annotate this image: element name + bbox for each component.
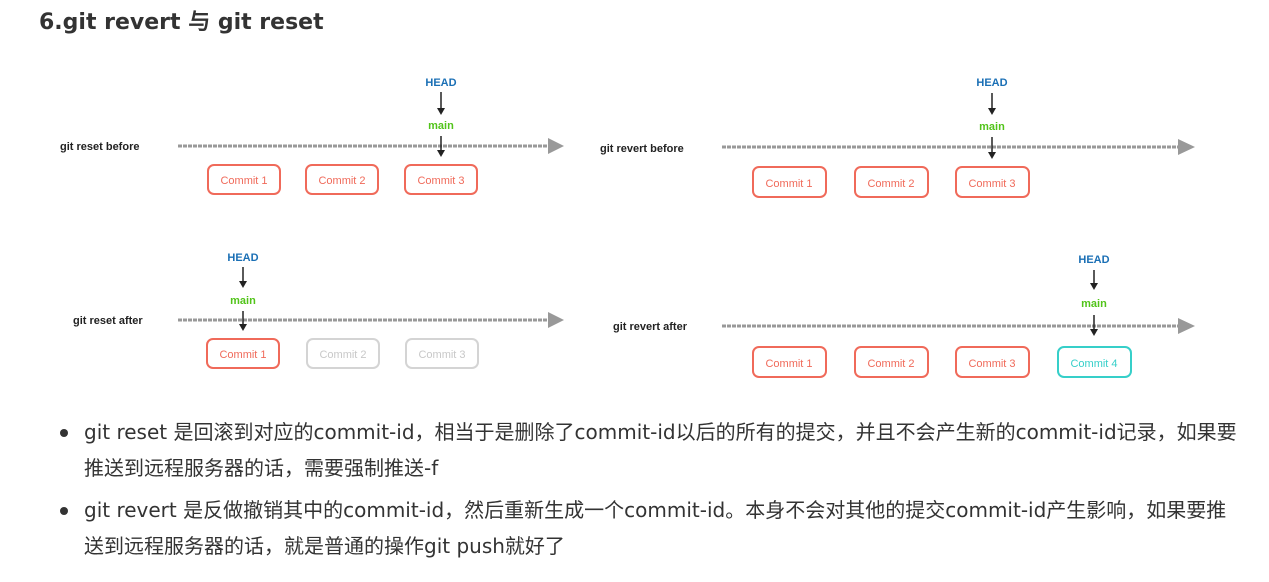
head-arrowhead	[437, 108, 445, 115]
explanation-list: git reset 是回滚到对应的commit-id，相当于是删除了commit…	[60, 414, 1240, 570]
head-label: HEAD	[227, 252, 258, 264]
commit-box: Commit 2	[854, 166, 929, 198]
commit-label: Commit 3	[968, 178, 1015, 190]
commit-box: Commit 1	[206, 338, 280, 369]
commit-box: Commit 3	[955, 346, 1030, 378]
timeline-arrowhead	[548, 312, 564, 328]
main-arrowhead	[988, 152, 996, 159]
revert-before-label: git revert before	[600, 143, 684, 155]
timeline-arrowhead	[1178, 139, 1195, 155]
revert-after-panel: git revert after HEAD main Commit 1 Comm…	[613, 254, 1195, 378]
commit-box: Commit 1	[207, 164, 281, 195]
commit-label: Commit 3	[417, 175, 464, 187]
timeline-arrowhead	[548, 138, 564, 154]
git-diagram: git reset before HEAD main Commit 1 Comm…	[60, 77, 1195, 378]
commit-label: Commit 2	[319, 349, 366, 361]
reset-after-panel: git reset after HEAD main Commit 1 Commi…	[73, 252, 564, 369]
timeline-arrowhead	[1178, 318, 1195, 334]
reset-before-label: git reset before	[60, 141, 139, 153]
main-label: main	[230, 295, 256, 307]
commit-label: Commit 2	[867, 358, 914, 370]
revert-before-panel: git revert before HEAD main Commit 1 Com…	[600, 77, 1195, 198]
main-arrowhead	[1090, 329, 1098, 336]
head-label: HEAD	[976, 77, 1007, 89]
commit-box: Commit 3	[404, 164, 478, 195]
main-arrowhead	[437, 150, 445, 157]
bullet-dot	[60, 507, 68, 515]
commit-box: Commit 2	[854, 346, 929, 378]
commit-label: Commit 1	[220, 175, 267, 187]
head-arrowhead	[988, 108, 996, 115]
revert-after-label: git revert after	[613, 321, 688, 333]
list-item-text: git revert 是反做撤销其中的commit-id，然后重新生成一个com…	[84, 498, 1227, 558]
head-label: HEAD	[425, 77, 456, 89]
bullet-dot	[60, 429, 68, 437]
commit-box-removed: Commit 3	[405, 338, 479, 369]
head-arrowhead	[1090, 283, 1098, 290]
head-arrowhead	[239, 281, 247, 288]
main-label: main	[428, 120, 454, 132]
list-item: git reset 是回滚到对应的commit-id，相当于是删除了commit…	[60, 414, 1240, 486]
commit-label: Commit 1	[219, 349, 266, 361]
reset-before-panel: git reset before HEAD main Commit 1 Comm…	[60, 77, 564, 195]
commit-box: Commit 1	[752, 166, 827, 198]
commit-box: Commit 1	[752, 346, 827, 378]
commit-box: Commit 2	[305, 164, 379, 195]
commit-label: Commit 2	[318, 175, 365, 187]
commit-label: Commit 3	[418, 349, 465, 361]
main-arrowhead	[239, 324, 247, 331]
list-item-text: git reset 是回滚到对应的commit-id，相当于是删除了commit…	[84, 420, 1237, 480]
commit-box: Commit 3	[955, 166, 1030, 198]
main-label: main	[1081, 298, 1107, 310]
commit-label: Commit 4	[1070, 358, 1117, 370]
commit-label: Commit 1	[765, 358, 812, 370]
main-label: main	[979, 121, 1005, 133]
list-item: git revert 是反做撤销其中的commit-id，然后重新生成一个com…	[60, 492, 1240, 564]
head-label: HEAD	[1078, 254, 1109, 266]
commit-box-removed: Commit 2	[306, 338, 380, 369]
commit-label: Commit 2	[867, 178, 914, 190]
section-heading: 6.git revert 与 git reset	[39, 10, 324, 35]
commit-label: Commit 1	[765, 178, 812, 190]
reset-after-label: git reset after	[73, 315, 143, 327]
commit-label: Commit 3	[968, 358, 1015, 370]
commit-box-new: Commit 4	[1057, 346, 1132, 378]
